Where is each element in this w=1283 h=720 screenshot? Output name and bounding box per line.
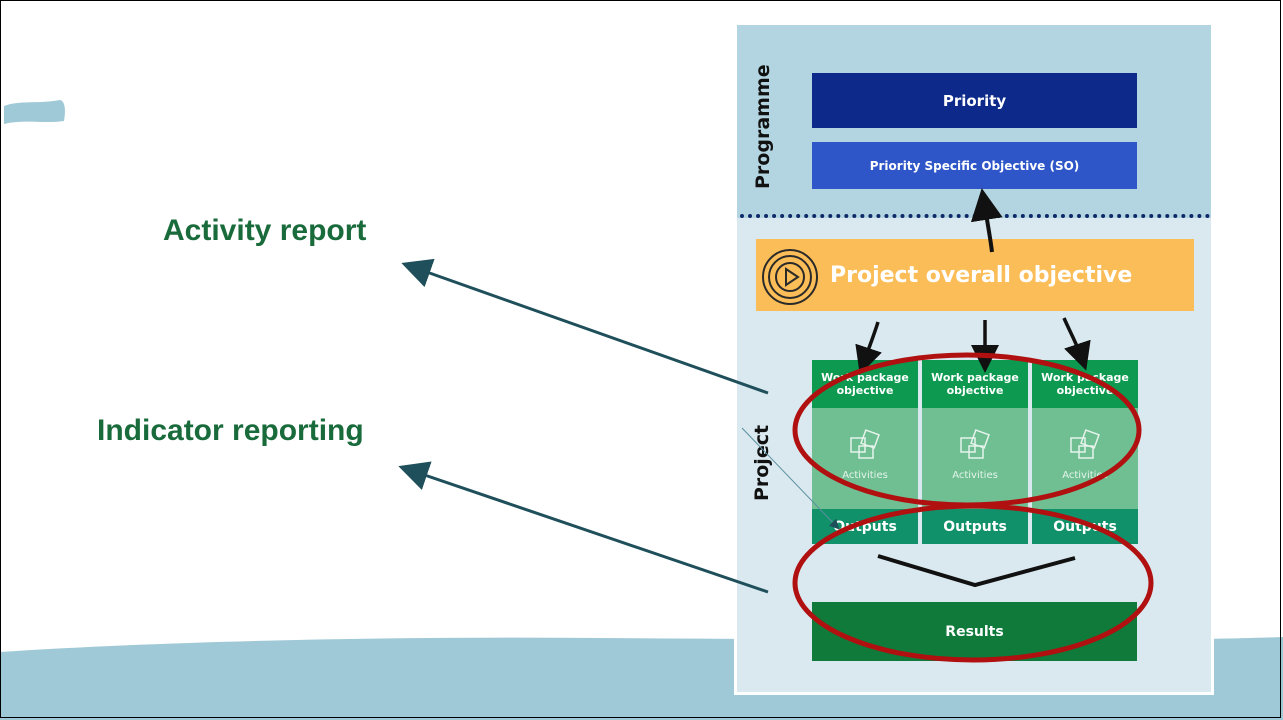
wp-objective-header: Work package objective xyxy=(1032,360,1138,408)
corner-accent xyxy=(4,100,65,124)
wp-activities-label: Activities xyxy=(842,470,888,481)
puzzle-icon xyxy=(850,429,880,459)
wp-activities: Activities xyxy=(812,408,918,509)
results-box: Results xyxy=(812,602,1137,661)
wp-outputs: Outputs xyxy=(1032,509,1138,544)
wp-outputs: Outputs xyxy=(812,509,918,544)
indicator-reporting-label: Indicator reporting xyxy=(97,414,364,447)
wp-activities-label: Activities xyxy=(1062,470,1108,481)
puzzle-icon xyxy=(1070,429,1100,459)
overall-objective-label: Project overall objective xyxy=(830,262,1133,288)
work-package-3: Work package objective Activities Output… xyxy=(1032,360,1138,544)
programme-project-divider xyxy=(740,214,1210,218)
wp-activities: Activities xyxy=(922,408,1028,509)
priority-so-box: Priority Specific Objective (SO) xyxy=(812,142,1137,189)
work-package-1: Work package objective Activities Output… xyxy=(812,360,918,544)
project-label: Project xyxy=(751,424,773,502)
activity-report-label: Activity report xyxy=(163,214,367,247)
wp-activities: Activities xyxy=(1032,408,1138,509)
work-package-2: Work package objective Activities Output… xyxy=(922,360,1028,544)
play-target-icon xyxy=(762,249,818,305)
wp-activities-label: Activities xyxy=(952,470,998,481)
puzzle-icon xyxy=(960,429,990,459)
wp-outputs: Outputs xyxy=(922,509,1028,544)
priority-box: Priority xyxy=(812,73,1137,128)
wp-objective-header: Work package objective xyxy=(812,360,918,408)
programme-label: Programme xyxy=(752,64,774,189)
wp-objective-header: Work package objective xyxy=(922,360,1028,408)
overall-objective-box: Project overall objective xyxy=(756,239,1194,311)
